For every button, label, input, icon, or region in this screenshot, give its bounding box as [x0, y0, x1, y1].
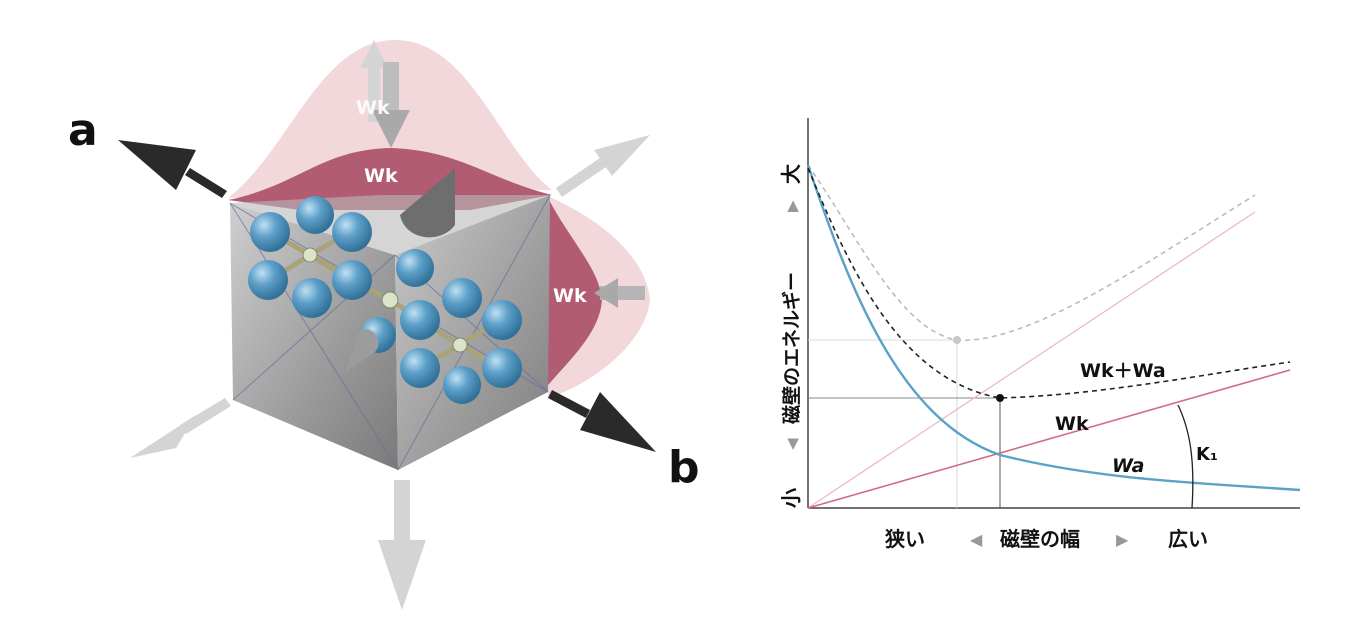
wk-label: Wk	[1055, 413, 1089, 435]
y-down-arrow-icon: ◀	[783, 438, 801, 450]
y-max-label: 大	[779, 164, 803, 184]
axis-a-label: a	[68, 105, 98, 156]
atoms	[248, 196, 522, 404]
sum-curve-light	[807, 164, 1256, 341]
cone-bottom-icon	[345, 329, 379, 372]
y-up-arrow-icon: ▶	[783, 200, 801, 212]
wk-line	[807, 369, 1291, 509]
x-wide-label: 広い	[1168, 527, 1208, 551]
anisotropy-lobe-top-inner	[228, 148, 552, 210]
axis-b-arrow	[548, 390, 656, 452]
axis-b-label: b	[668, 442, 700, 493]
side-wk-label: Wk	[553, 285, 587, 307]
k1-label: K₁	[1196, 444, 1218, 465]
x-axis-label: 磁壁の幅	[1000, 527, 1080, 551]
x-narrow-label: 狭い	[884, 527, 925, 551]
anisotropy-lobe-right-inner	[548, 198, 602, 385]
crystal-cube-diagram: a b Wk Wk Wk	[68, 40, 700, 610]
sum-curve	[807, 167, 1291, 399]
x-left-arrow-icon: ◀	[970, 530, 983, 549]
wa-curve	[806, 164, 1301, 492]
k1-angle-arc	[1177, 404, 1194, 509]
min-point-light	[953, 336, 961, 344]
top-inner-wk-label: Wk	[364, 165, 398, 187]
cone-top-icon	[400, 168, 455, 238]
wa-label: Wa	[1112, 455, 1145, 477]
gray-arrows	[130, 40, 650, 610]
top-outer-wk-label: Wk	[356, 97, 390, 119]
y-axis-label: 磁壁のエネルギー	[780, 272, 803, 424]
y-min-label: 小	[779, 488, 803, 508]
sum-label: Wk＋Wa	[1080, 360, 1166, 382]
x-right-arrow-icon: ▶	[1116, 530, 1129, 549]
min-point	[996, 394, 1004, 402]
wk-line-light	[807, 211, 1256, 509]
axis-a-arrow	[118, 140, 227, 198]
cube-right-face	[395, 195, 550, 470]
